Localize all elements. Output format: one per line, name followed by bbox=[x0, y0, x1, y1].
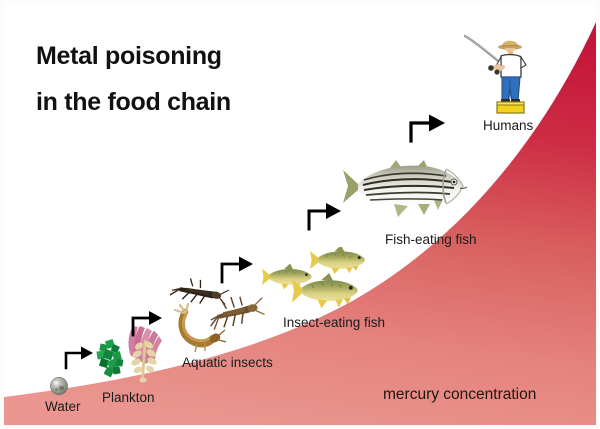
label-plankton: Plankton bbox=[102, 390, 155, 405]
striped-bass-icon bbox=[342, 156, 472, 231]
arrow-insects-to-insect-eating-fish bbox=[218, 254, 256, 289]
aquatic-insect-icon bbox=[167, 276, 271, 357]
plankton-icon bbox=[92, 322, 170, 389]
mercury-concentration-axis-label: mercury concentration bbox=[383, 386, 537, 403]
small-fish-icon bbox=[262, 245, 374, 318]
label-insect-eating-fish: Insect-eating fish bbox=[283, 315, 386, 330]
arrow-fish-to-humans bbox=[406, 112, 448, 149]
water-droplet-icon bbox=[48, 375, 70, 402]
label-fish-eating-fish: Fish-eating fish bbox=[385, 232, 477, 247]
infographic-inner: Metal poisoning in the food chain bbox=[4, 4, 596, 425]
arrow-water-to-plankton bbox=[62, 344, 96, 375]
page-title-line-1: Metal poisoning bbox=[36, 42, 222, 70]
label-water: Water bbox=[45, 399, 81, 414]
page-title-line-2: in the food chain bbox=[36, 88, 231, 116]
arrow-plankton-to-insects bbox=[129, 309, 165, 342]
arrow-insect-fish-to-fish-eating-fish bbox=[304, 200, 344, 237]
label-aquatic-insects: Aquatic insects bbox=[182, 355, 273, 370]
fisherman-icon bbox=[463, 33, 539, 120]
label-humans: Humans bbox=[483, 118, 534, 133]
